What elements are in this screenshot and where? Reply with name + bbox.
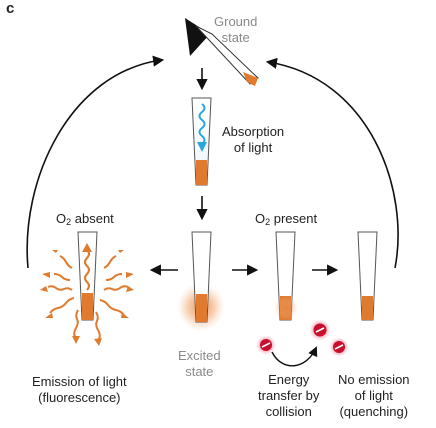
collision-arrow	[271, 346, 318, 367]
quenching-cuvette	[357, 231, 378, 321]
o2-absent-sub: 2	[66, 217, 72, 227]
o2-absent-suffix: absent	[71, 211, 114, 226]
oxygen-molecule-3	[329, 337, 349, 357]
emission-line2: (fluorescence)	[38, 390, 121, 405]
absorption-cuvette	[191, 97, 212, 186]
ground-state-line2: state	[221, 30, 250, 45]
emission-label: Emission of light (fluorescence)	[32, 374, 127, 406]
energy-line3: collision	[265, 404, 312, 419]
o2-present-suffix: present	[270, 211, 318, 226]
oxygen-molecule-1	[256, 335, 276, 355]
energy-line1: Energy	[268, 372, 310, 387]
right-cycle-arrow	[265, 57, 399, 269]
ground-state-label: Ground state	[214, 14, 257, 46]
excited-line2: state	[185, 364, 214, 379]
energy-transfer-label: Energy transfer by collision	[258, 372, 319, 420]
left-cycle-arrow	[26, 55, 165, 269]
emission-line1: Emission of light	[32, 374, 127, 389]
no-emission-label: No emission of light (quenching)	[338, 372, 410, 420]
o2-present-sub: 2	[265, 217, 271, 227]
panel-letter: c	[6, 0, 15, 17]
excited-state-label: Excited state	[178, 348, 221, 380]
noemission-line3: (quenching)	[339, 404, 409, 419]
absorption-line1: Absorption	[222, 124, 285, 139]
o2-present-label: O2 present	[255, 211, 317, 230]
absorption-label: Absorption of light	[222, 124, 284, 156]
noemission-line2: of light	[354, 388, 393, 403]
blue-light-wave	[198, 103, 206, 145]
ground-state-line1: Ground	[214, 14, 258, 29]
fluorescence-cuvette	[77, 231, 98, 321]
ground-state-tube	[185, 18, 259, 86]
o2-present-cuvette	[274, 231, 298, 321]
excited-line1: Excited	[178, 348, 221, 363]
o2-present-prefix: O	[255, 211, 266, 226]
energy-line2: transfer by	[258, 388, 320, 403]
noemission-line1: No emission	[338, 372, 410, 387]
o2-absent-label: O2 absent	[56, 211, 114, 230]
absorption-line2: of light	[233, 140, 273, 155]
o2-absent-prefix: O	[56, 211, 67, 226]
oxygen-molecule-2	[309, 319, 331, 341]
emission-rays	[40, 250, 134, 346]
excited-cuvette	[177, 231, 225, 331]
